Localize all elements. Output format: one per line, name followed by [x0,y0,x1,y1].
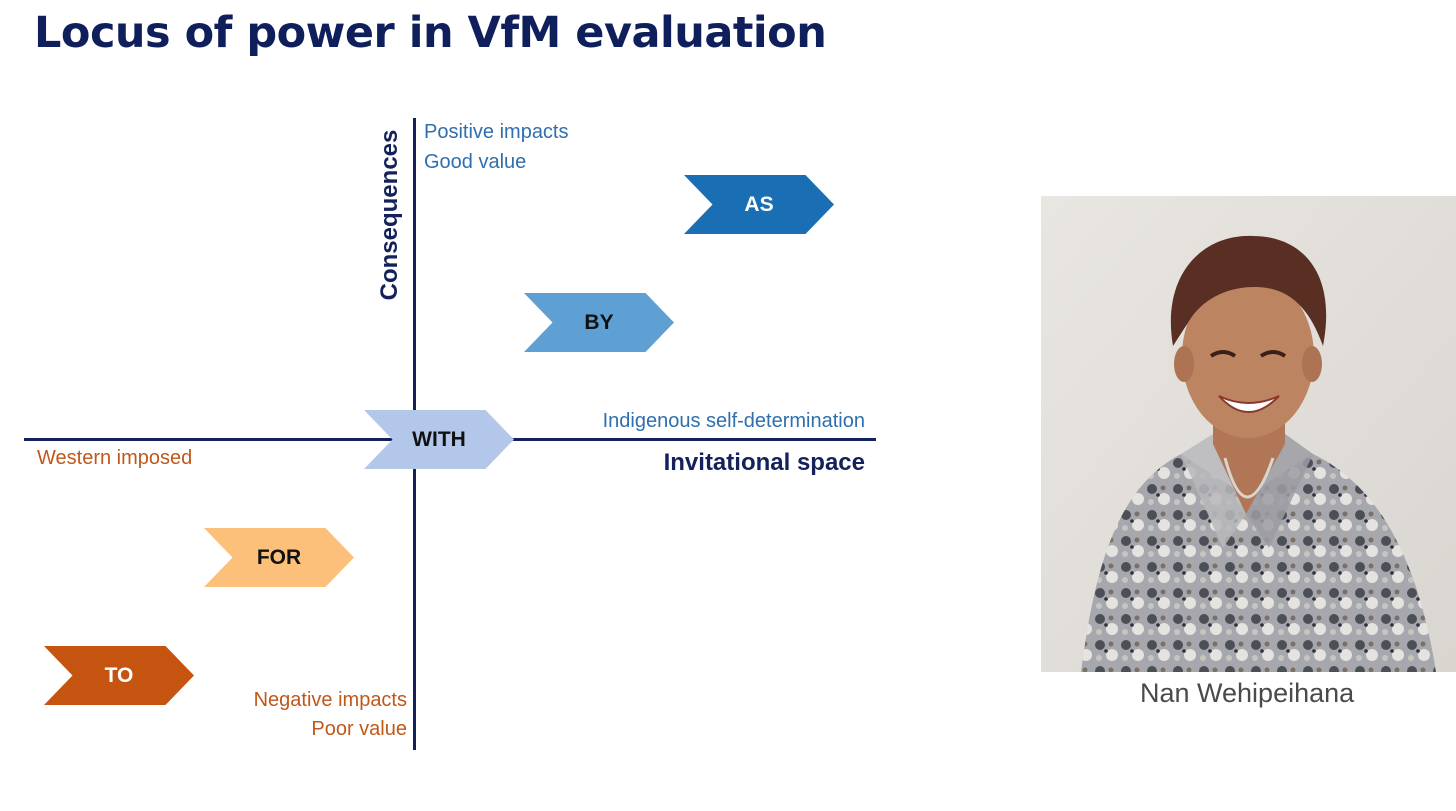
slide-title: Locus of power in VfM evaluation [34,8,827,58]
portrait-photo [1041,196,1456,672]
chevron-as-label: AS [744,192,774,216]
chevron-by: BY [524,293,674,352]
bottom-label-negative-impacts: Negative impacts [253,689,407,711]
chevron-to: TO [44,646,194,705]
chevron-to-label: TO [104,663,134,687]
chevron-for: FOR [204,528,354,587]
horizontal-axis-title: Invitational space [663,449,865,476]
left-label-western: Western imposed [37,447,193,469]
photo-caption: Nan Wehipeihana [1140,678,1355,708]
right-label-indigenous: Indigenous self-determination [602,410,865,432]
chevron-for-label: FOR [256,545,302,569]
chevron-with-label: WITH [412,427,466,451]
top-label-positive-impacts: Positive impacts [424,121,569,143]
vertical-axis-title: Consequences [376,129,403,301]
chevron-as: AS [684,175,834,234]
top-label-good-value: Good value [424,151,527,173]
chevron-by-label: BY [584,310,614,334]
bottom-label-poor-value: Poor value [311,718,407,740]
